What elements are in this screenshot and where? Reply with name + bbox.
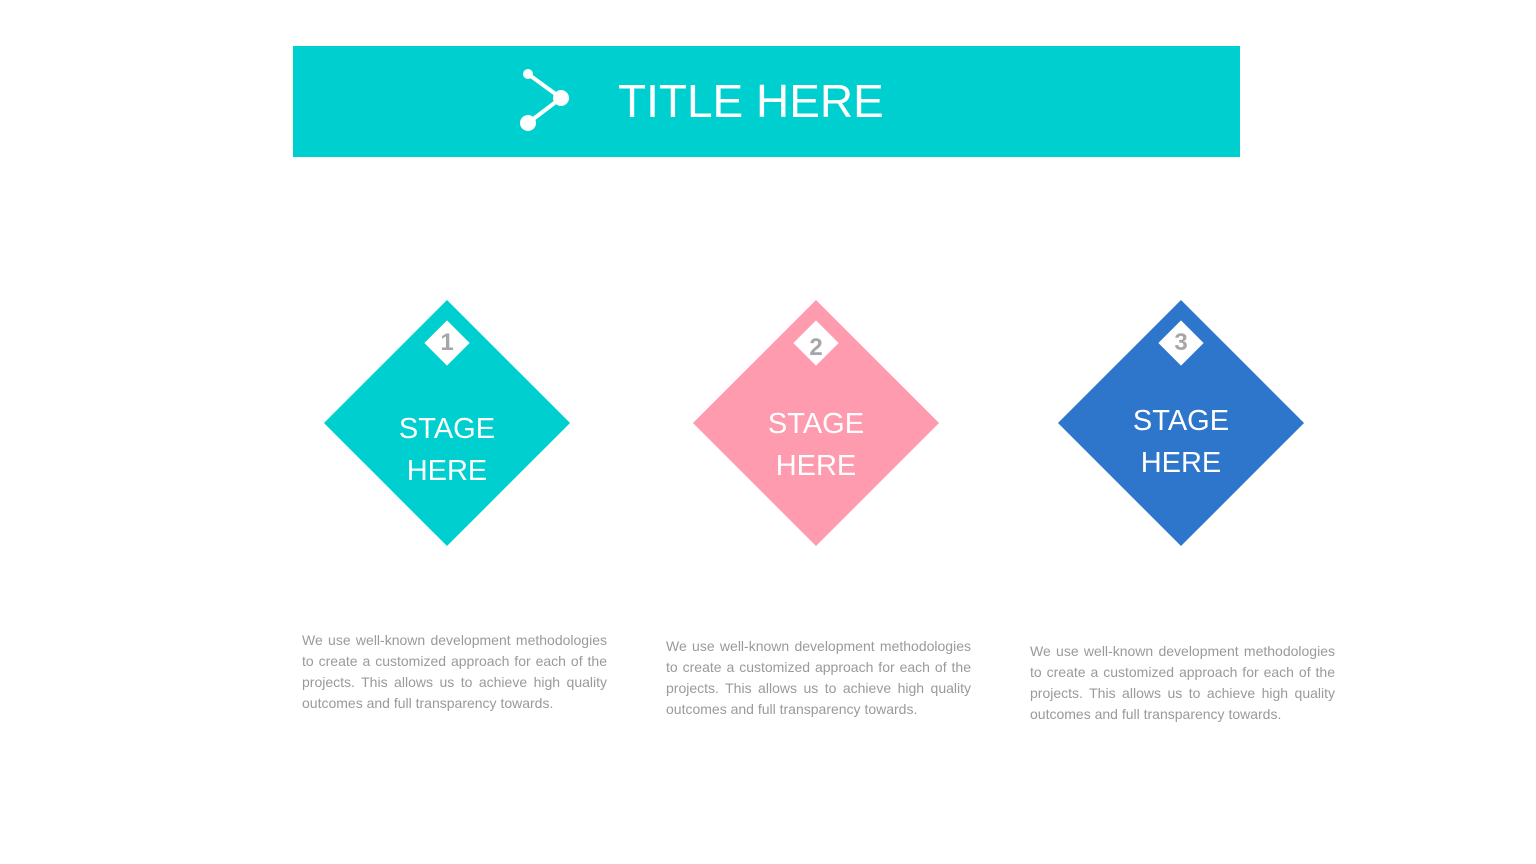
stage-label-line2: HERE — [775, 450, 857, 482]
stage-label-line2: HERE — [406, 455, 488, 487]
share-icon — [520, 69, 569, 131]
stage-card-1: 1 STAGE HERE — [323, 299, 571, 547]
stage-number: 2 — [809, 334, 823, 361]
stage-number: 3 — [1174, 329, 1188, 356]
stage-label-line2: HERE — [1140, 447, 1222, 479]
stage-number: 1 — [440, 329, 454, 356]
stage-card-2: 2 STAGE HERE — [692, 299, 940, 547]
stage-description-1: We use well-known development methodolog… — [302, 632, 607, 711]
stage-description-2: We use well-known development methodolog… — [666, 638, 971, 717]
page-title: TITLE HERE — [618, 75, 884, 127]
stage-card-3: 3 STAGE HERE — [1057, 299, 1305, 547]
title-banner — [293, 46, 1240, 157]
stage-label-line1: STAGE — [1132, 405, 1230, 437]
stage-label-line1: STAGE — [767, 408, 865, 440]
stage-label-line1: STAGE — [398, 413, 496, 445]
stage-description-3: We use well-known development methodolog… — [1030, 643, 1335, 722]
